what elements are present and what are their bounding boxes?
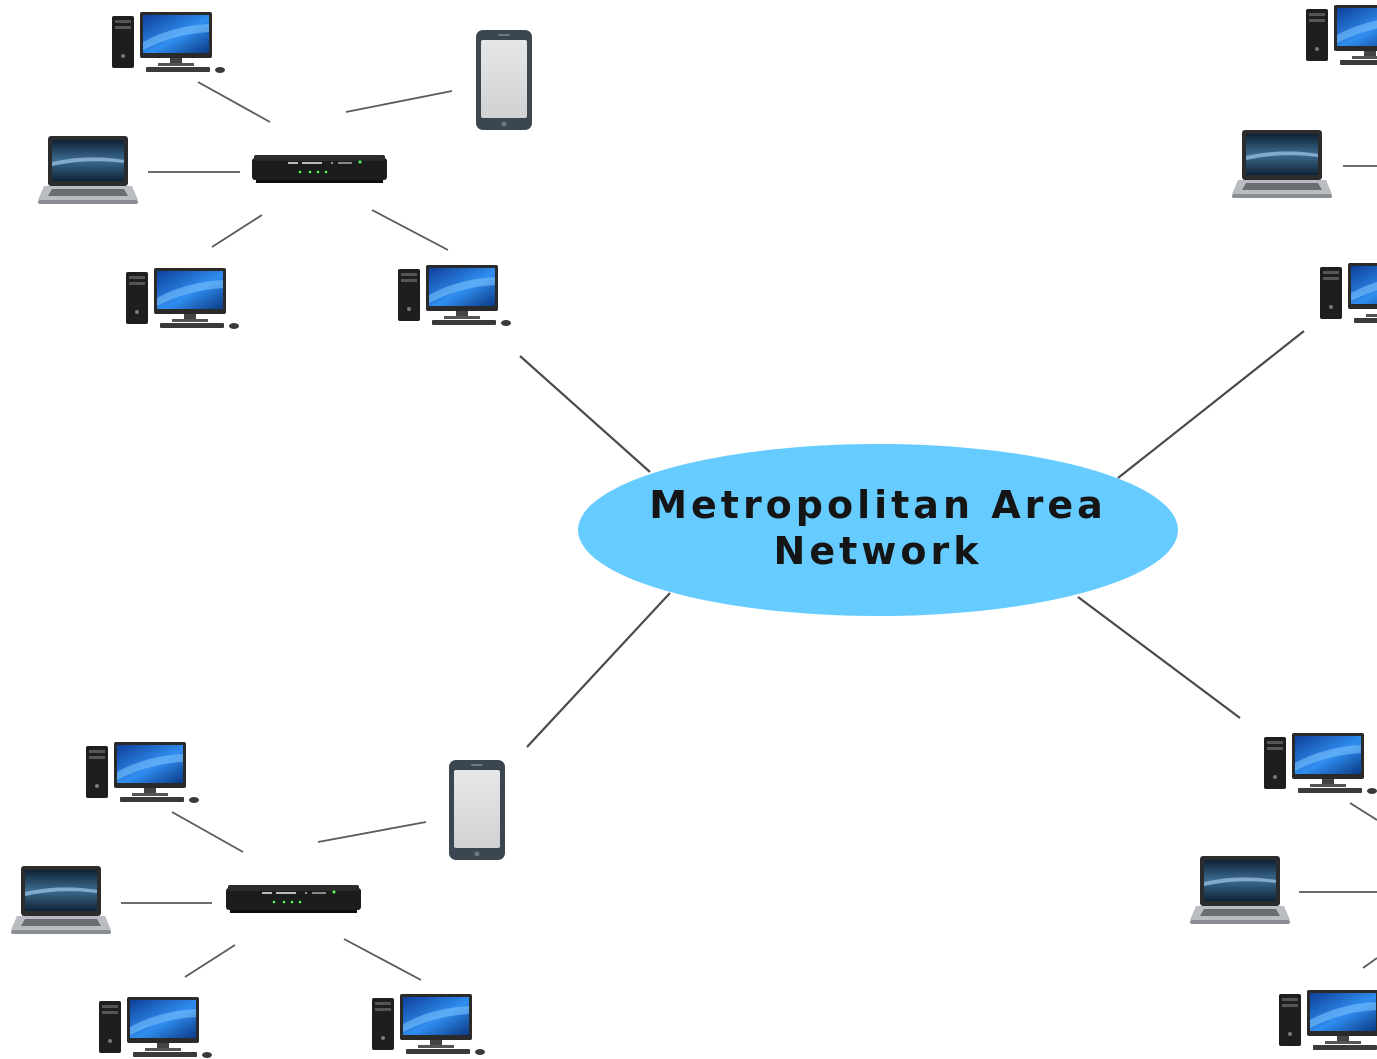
backbone-link-top-right	[1117, 330, 1305, 479]
backbone-link-top-left	[519, 355, 651, 473]
backbone-links	[519, 330, 1305, 748]
laptop-icon	[38, 136, 138, 204]
desktop-computer-icon	[372, 994, 485, 1055]
lan-top-right	[1232, 5, 1377, 324]
desktop-computer-icon	[86, 742, 199, 803]
laptop-icon	[1232, 130, 1332, 198]
desktop-computer-icon	[398, 265, 511, 326]
smartphone-icon	[449, 760, 505, 860]
desktop-computer-icon	[1279, 990, 1377, 1051]
lan-bottom-left	[11, 742, 505, 1058]
lan-top-left	[38, 12, 532, 329]
lan-bottom-right-links	[1299, 802, 1377, 969]
man-hub-label: Metropolitan Area Network	[578, 482, 1178, 574]
lan-bottom-right	[1190, 733, 1377, 1051]
desktop-computer-icon	[112, 12, 225, 73]
laptop-icon	[11, 866, 111, 934]
router-icon	[252, 155, 387, 183]
desktop-computer-icon	[1320, 263, 1377, 324]
desktop-computer-icon	[126, 268, 239, 329]
lan-top-left-links	[148, 81, 453, 251]
hub-title-line-2: Network	[773, 529, 983, 573]
desktop-computer-icon	[99, 997, 212, 1058]
desktop-computer-icon	[1264, 733, 1377, 794]
hub-title-line-1: Metropolitan Area	[649, 483, 1107, 527]
backbone-link-bottom-right	[1077, 596, 1241, 719]
lan-bottom-left-links	[121, 811, 427, 981]
desktop-computer-icon	[1306, 5, 1377, 66]
backbone-link-bottom-left	[526, 592, 671, 748]
man-hub-ellipse	[578, 444, 1178, 616]
router-icon	[226, 885, 361, 913]
smartphone-icon	[476, 30, 532, 130]
laptop-icon	[1190, 856, 1290, 924]
